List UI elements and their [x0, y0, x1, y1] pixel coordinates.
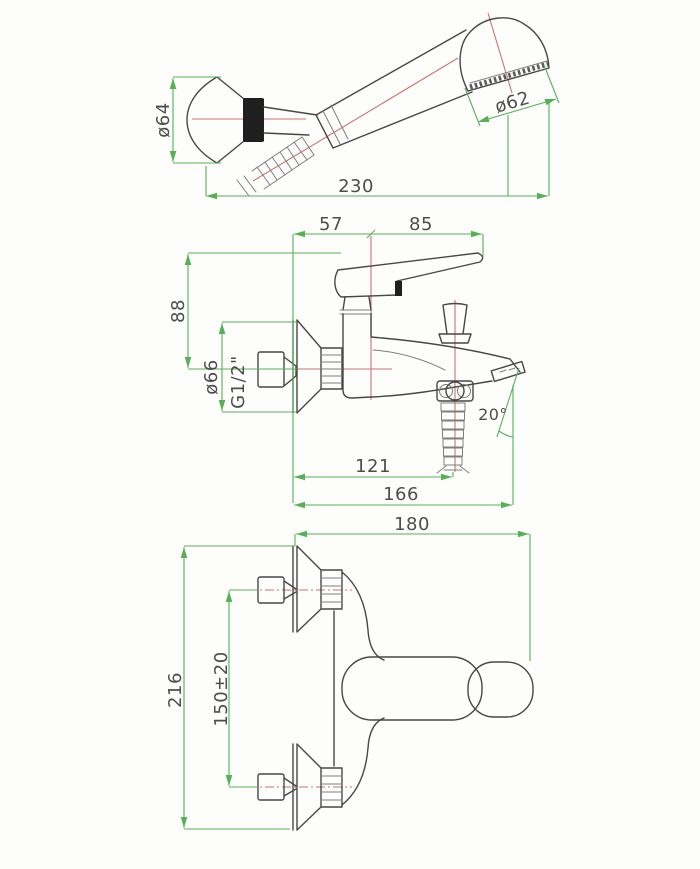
dim-ext-150 [229, 589, 256, 788]
spray-face-inner-line [469, 60, 548, 84]
nut-thread-bore [445, 381, 465, 401]
dim-label-66: ø66 [201, 359, 222, 394]
dim-ext-88 [188, 252, 341, 370]
dim-ext-66 [222, 321, 296, 413]
body-inner-contour [372, 349, 446, 371]
mixer-front-view-figure: 57 85 88 ø66 G1/2" 20° 121 166 [168, 214, 526, 509]
hand-shower-figure: ø64 ø62 230 [153, 12, 560, 200]
body-tube-contour [341, 571, 385, 806]
wall-escutcheon-front [292, 319, 322, 414]
handle-end-cap-top-view [467, 661, 534, 718]
lever-detail-mark [395, 281, 402, 296]
lower-escutcheon [292, 743, 322, 831]
lower-union-cone [283, 777, 297, 797]
diverter-knob [438, 302, 472, 344]
dim-label-88: 88 [168, 299, 189, 323]
hose-thread-outline [236, 136, 315, 197]
dim-label-166: 166 [383, 484, 419, 505]
upper-knurl [320, 569, 343, 610]
mixer-body-and-spout [342, 335, 521, 399]
hose-nipple-end [436, 465, 470, 474]
spout-aerator [490, 360, 526, 383]
spray-face-nozzles [469, 61, 549, 90]
upper-union-cone [283, 580, 297, 600]
dim-ext-length [205, 103, 550, 196]
dim-tick-57-85 [366, 229, 376, 239]
dim-label-head-diameter: ø64 [153, 102, 174, 137]
spray-head-dome [459, 17, 550, 92]
upper-escutcheon [292, 545, 322, 633]
aerator-detail [499, 367, 516, 373]
handle-grip [315, 29, 473, 149]
dim-label-20: 20° [478, 405, 508, 424]
lower-union-block [257, 773, 285, 801]
dim-label-216: 216 [165, 672, 186, 708]
cartridge-collar [339, 309, 373, 315]
dim-label-85: 85 [409, 214, 433, 235]
nut-facet-left [439, 384, 453, 398]
head-neck [263, 106, 318, 136]
knurl-lines [320, 354, 343, 384]
hose-thread-coils [256, 136, 315, 186]
handle-neck [342, 296, 372, 311]
dim-ext-spray-diameter [464, 64, 560, 127]
upper-union-block [257, 576, 285, 604]
eccentric-union-cone [283, 356, 297, 387]
nut-facet-right [457, 384, 471, 398]
lower-knurl-lines [320, 775, 343, 801]
dim-label-length: 230 [338, 176, 374, 197]
cartridge-housing [342, 313, 372, 337]
grip-axis-centerline [252, 57, 459, 182]
dim-angle-20 [496, 367, 520, 438]
dim-ext-180 [294, 534, 531, 661]
upper-knurl-lines [320, 577, 343, 603]
dim-ext-head-diameter [173, 76, 221, 164]
lower-knurl [320, 767, 343, 808]
dim-label-180: 180 [394, 514, 430, 535]
mixer-lever-handle [334, 252, 484, 298]
shower-outlet-nut [436, 380, 474, 402]
dim-label-spray-diameter: ø62 [493, 87, 533, 117]
dim-line-spray-diameter [477, 98, 557, 123]
shower-cone-head [186, 76, 245, 164]
grip-coupler-bands [322, 104, 349, 145]
dim-ext-216 [184, 545, 295, 830]
head-rubber-ring [243, 98, 264, 142]
dim-label-57: 57 [319, 214, 343, 235]
dim-label-121: 121 [355, 456, 391, 477]
dim-label-g12: G1/2" [228, 355, 249, 409]
handle-top-view [341, 656, 483, 721]
hose-nipple-ribs [440, 402, 466, 466]
mixer-top-view-figure: 180 216 150±20 [165, 514, 534, 831]
dim-label-150: 150±20 [211, 651, 232, 726]
